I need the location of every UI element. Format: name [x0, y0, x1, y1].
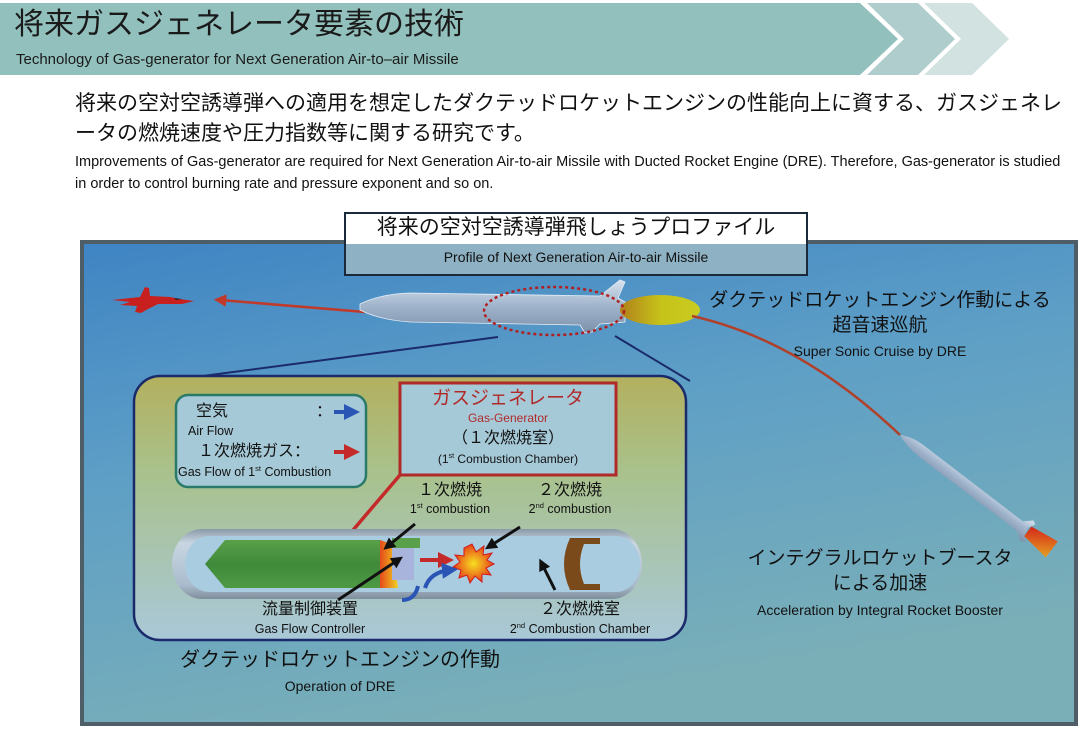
banner-light-chevron: [924, 3, 1009, 75]
target-aircraft-icon: [112, 287, 194, 313]
first-combustion-pointer: [383, 522, 416, 550]
missile-path-arrow: [213, 294, 366, 314]
air-inlet-arrow: [401, 585, 420, 602]
banner-mid-chevron: [867, 3, 955, 75]
highlight-ellipse: [482, 285, 626, 337]
gas-generator-chamber-jp: （１次燃焼室）: [451, 428, 564, 447]
flow-controller-jp: 流量制御装置: [261, 599, 358, 618]
profile-title-jp: 将来の空対空誘導弾飛しょうプロファイル: [376, 215, 776, 239]
legend-box: [174, 393, 368, 489]
flow-controller-en: Gas Flow Controller: [254, 622, 366, 636]
booster-label-jp-2: による加速: [832, 572, 928, 594]
cruise-label-en: Super Sonic Cruise by DRE: [793, 343, 967, 359]
ducted-rocket-engine-icon: [172, 529, 642, 602]
second-combustion-burst-icon: [451, 543, 496, 585]
second-combustion-en: 2nd combustion: [528, 500, 612, 516]
cruise-missile-icon: [359, 279, 700, 337]
zoom-line-left: [164, 336, 499, 382]
second-combustion-jp: ２次燃焼: [537, 480, 602, 499]
air-flow-arrow: [423, 562, 458, 589]
legend-air-jp: 空気: [196, 401, 229, 420]
booster-trajectory-line: [691, 314, 901, 436]
second-chamber-pointer: [539, 558, 557, 591]
cruise-label-jp-2: 超音速巡航: [832, 314, 928, 336]
operation-label-jp: ダクテッドロケットエンジンの作動: [180, 647, 500, 671]
legend-gas-jp: １次燃焼ガス：: [198, 441, 311, 460]
gas-generator-box: [398, 381, 618, 477]
legend-gas-en: Gas Flow of 1st Combustion: [178, 463, 332, 479]
booster-label-jp-1: インテグラルロケットブースタ: [747, 547, 1013, 569]
flow-controller-pointer: [337, 556, 403, 602]
page-subtitle: Technology of Gas-generator for Next Gen…: [16, 51, 459, 68]
cruise-label-jp-1: ダクテッドロケットエンジン作動による: [709, 289, 1051, 311]
legend-air-colon: ：: [316, 401, 333, 420]
second-chamber-en: 2nd Combustion Chamber: [509, 620, 651, 636]
banner-main-chevron: [0, 3, 898, 75]
gas-generator-title-en: Gas-Generator: [467, 411, 549, 425]
gas-generator-title-jp: ガスジェネレータ: [431, 387, 584, 409]
intro-text-jp: 将来の空対空誘導弾への適用を想定したダクテッドロケットエンジンの性能向上に資する…: [75, 91, 1062, 145]
booster-label-en: Acceleration by Integral Rocket Booster: [757, 602, 1003, 618]
header-banner: [0, 3, 1009, 75]
zoom-line-right: [614, 335, 691, 382]
page-title: 将来ガスジェネレータ要素の技術: [14, 7, 464, 42]
operation-label-en: Operation of DRE: [284, 678, 396, 694]
second-chamber-jp: ２次燃焼室: [539, 599, 620, 618]
plume: [620, 295, 700, 325]
second-combustion-pointer: [484, 525, 521, 550]
legend-air-en: Air Flow: [188, 424, 234, 438]
first-combustion-en: 1st combustion: [409, 500, 491, 516]
first-combustion-jp: １次燃焼: [417, 480, 482, 499]
intro-text-en: Improvements of Gas-generator are requir…: [75, 154, 1061, 192]
profile-title-en: Profile of Next Generation Air-to-air Mi…: [443, 249, 709, 265]
gas-generator-chamber-en: (1st Combustion Chamber): [437, 451, 579, 466]
booster-missile-icon: [900, 435, 1058, 558]
flight-profile-illustration: [80, 240, 1078, 726]
profile-title-box: [344, 212, 808, 276]
